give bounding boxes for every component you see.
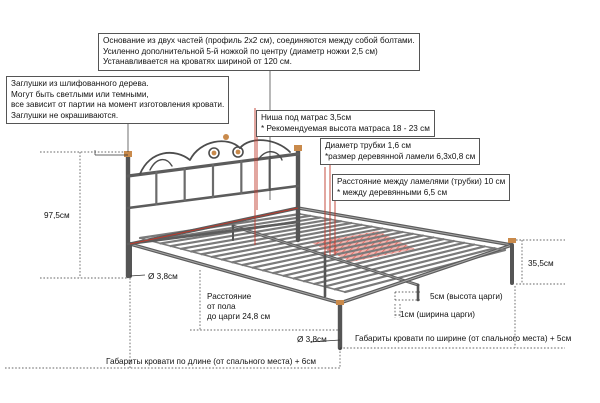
label-floor-clearance: Расстояние от пола до царги 24,8 см <box>207 292 270 322</box>
red-guides <box>129 108 336 255</box>
callout-plugs-line: Могут быть светлыми или темными, <box>11 89 149 99</box>
callout-niche: Ниша под матрас 3,5см * Рекомендуемая вы… <box>256 110 435 138</box>
wood-ball-right <box>211 150 217 156</box>
label-rail-height: 5см (высота царги) <box>430 292 503 301</box>
callout-construction-line: Устанавливается на кроватях шириной от 1… <box>103 57 292 67</box>
slat <box>241 230 404 267</box>
callout-slat-spacing-line: Расстояние между ламелями (трубки) 10 см <box>337 177 506 186</box>
wood-plug-head-left <box>124 151 132 157</box>
callout-slat-spacing-line: * между деревянными 6,5 см <box>337 187 448 197</box>
callout-plugs-line: все зависит от партии на момент изготовл… <box>11 100 225 110</box>
slat <box>333 247 496 291</box>
label-leg-diameter-front: Ø 3,8см <box>297 335 327 344</box>
callout-construction-line: Усиленно дополнительной 5-й ножкой по це… <box>103 46 378 56</box>
slat <box>210 225 373 258</box>
callout-niche-line: Ниша под матрас 3,5см <box>261 113 352 122</box>
label-headboard-height: 97,5см <box>44 211 70 220</box>
slat <box>282 238 445 277</box>
callout-plugs: Заглушки из шлифованного дерева. Могут б… <box>6 76 230 125</box>
label-floor-clearance-line: от пола <box>207 302 236 311</box>
label-leg-diameter-back: Ø 3,8см <box>148 272 178 281</box>
label-floor-clearance-line: Расстояние <box>207 292 252 301</box>
wood-plug-head-right <box>294 145 302 151</box>
label-overall-length: Габариты кровати по длине (от спального … <box>106 357 317 366</box>
slat <box>292 239 455 280</box>
slat <box>313 243 476 285</box>
callout-slat-spacing: Расстояние между ламелями (трубки) 10 см… <box>332 174 511 202</box>
slat <box>323 245 486 288</box>
callout-plugs-line: Заглушки из шлифованного дерева. <box>11 79 149 88</box>
diameter-markers <box>129 274 341 343</box>
wood-ball-left <box>223 134 229 140</box>
callout-construction: Основание из двух частей (профиль 2х2 см… <box>98 33 420 71</box>
label-overall-width: Габариты кровати по ширине (от спального… <box>355 334 572 343</box>
callout-construction-line: Основание из двух частей (профиль 2х2 см… <box>103 36 415 45</box>
wood-plug-foot-right <box>508 238 516 243</box>
slat <box>231 229 394 264</box>
label-foot-height: 35,5см <box>528 259 554 268</box>
callout-plugs-line: Заглушки не окрашиваются. <box>11 110 119 120</box>
label-rail-width: 1см (ширина царги) <box>400 310 475 319</box>
dimension-lines <box>5 151 565 369</box>
slat <box>220 227 384 261</box>
slat <box>272 236 435 275</box>
callout-niche-line: * Рекомендуемая высота матраса 18 - 23 с… <box>261 123 430 133</box>
slat <box>251 232 414 269</box>
callout-tube-line: Диаметр трубки 1,6 см <box>325 141 412 150</box>
label-floor-clearance-line: до царги 24,8 см <box>207 312 271 321</box>
slat <box>261 234 425 272</box>
slats <box>138 212 507 294</box>
wood-plug-foot-left <box>336 300 344 305</box>
callout-tube-line: *размер деревянной ламели 6,3х0,8 см <box>325 151 476 161</box>
slat <box>302 241 466 283</box>
callout-tube: Диаметр трубки 1,6 см *размер деревянной… <box>320 138 481 166</box>
